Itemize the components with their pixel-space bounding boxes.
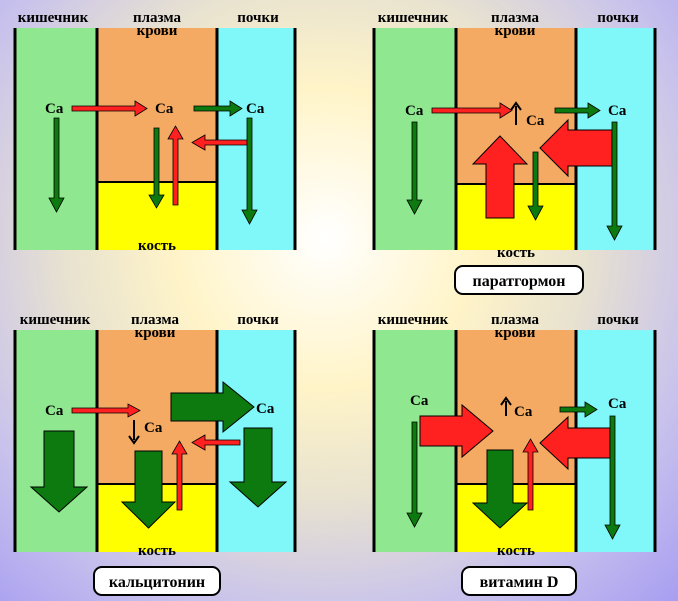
header-plasma: плазма <box>491 312 539 328</box>
ca-label-intestine: Ca <box>45 101 64 117</box>
arrow-bone-to-plasma <box>171 440 188 511</box>
kidney-column <box>217 28 295 250</box>
arrow-intestine-to-plasma <box>431 102 513 119</box>
ca-label-kidney: Ca <box>246 101 265 117</box>
ca-label-plasma: Ca <box>514 404 533 420</box>
label-box-parathormone <box>454 265 584 295</box>
arrow-plasma-to-bone <box>527 151 544 221</box>
header-intestine: кишечник <box>18 10 89 26</box>
arrow-intestine-excretion-big <box>29 430 89 513</box>
header-blood: крови <box>135 325 176 341</box>
label-calcitonin: кальцитонин <box>109 574 205 591</box>
arrow-intestine-excretion <box>406 421 423 528</box>
arrow-plasma-to-bone <box>148 127 165 209</box>
header-blood: крови <box>495 23 536 39</box>
arrow-kidney-excretion-big <box>228 427 288 508</box>
ca-label-intestine: Ca <box>45 403 64 419</box>
ca-label-kidney: Ca <box>256 401 275 417</box>
bone-label: кость <box>497 543 535 559</box>
bone-label: кость <box>497 245 535 261</box>
ca-label-plasma: Ca <box>144 420 163 436</box>
arrow-intestine-to-plasma <box>71 100 148 117</box>
label-box-vitamin-d <box>461 566 577 596</box>
arrow-bone-to-plasma <box>167 125 184 206</box>
ca-label-kidney: Ca <box>608 396 627 412</box>
ca-label-plasma: Ca <box>526 113 545 129</box>
header-kidney: почки <box>237 10 279 26</box>
header-blood: крови <box>495 325 536 341</box>
panel-parathormone: кишечник плазма крови почки Ca Ca Ca кос… <box>372 10 657 295</box>
panel-vitamin-d: кишечник плазма крови почки Ca Ca Ca кос… <box>372 312 657 596</box>
header-blood: крови <box>137 23 178 39</box>
header-plasma: плазма <box>131 312 179 328</box>
arrow-plasma-to-kidney <box>559 401 598 418</box>
bone-label: кость <box>138 238 176 254</box>
header-intestine: кишечник <box>378 10 449 26</box>
arrow-plasma-to-bone-big <box>120 450 177 529</box>
arrow-kidney-reabsorption-big <box>539 415 611 471</box>
arrow-intestine-to-plasma-big <box>419 403 494 459</box>
arrow-bone-to-plasma <box>522 438 539 511</box>
label-box-calcitonin <box>93 566 221 596</box>
arrow-plasma-to-kidney <box>554 102 601 119</box>
bone-region <box>456 484 576 552</box>
header-kidney: почки <box>237 312 279 328</box>
header-plasma: плазма <box>133 10 181 26</box>
arrow-bone-resorption-big <box>471 135 529 219</box>
panel-calcitonin: кишечник плазма крови почки Ca Ca Ca кос… <box>13 312 297 596</box>
bone-label: кость <box>138 543 176 559</box>
ca-label-intestine: Ca <box>405 103 424 119</box>
arrow-plasma-to-bone-big <box>471 449 529 529</box>
arrow-plasma-to-kidney <box>193 100 243 117</box>
header-kidney: почки <box>597 10 639 26</box>
header-intestine: кишечник <box>20 312 91 328</box>
ca-label-plasma: Ca <box>155 101 174 117</box>
panel-normal: кишечник плазма крови почки Ca Ca Ca кос… <box>13 10 297 254</box>
arrow-kidney-reabsorption <box>191 134 251 151</box>
arrow-kidney-excretion <box>606 121 623 241</box>
arrow-intestine-to-plasma <box>71 403 141 418</box>
arrow-kidney-excretion <box>604 415 621 540</box>
arrow-intestine-excretion <box>406 121 423 215</box>
ca-label-intestine: Ca <box>410 393 429 409</box>
ca-label-kidney: Ca <box>608 103 627 119</box>
header-intestine: кишечник <box>378 312 449 328</box>
header-plasma: плазма <box>491 10 539 26</box>
header-kidney: почки <box>597 312 639 328</box>
label-parathormone: паратгормон <box>473 273 566 290</box>
arrow-intestine-excretion <box>48 117 65 213</box>
arrow-kidney-reabsorption-big <box>539 118 613 178</box>
arrow-kidney-excretion <box>241 117 258 225</box>
arrow-kidney-reabsorption <box>191 434 241 451</box>
arrow-plasma-to-kidney-big <box>170 380 255 434</box>
bone-region <box>456 184 576 250</box>
label-vitamin-d: витамин D <box>480 574 559 591</box>
